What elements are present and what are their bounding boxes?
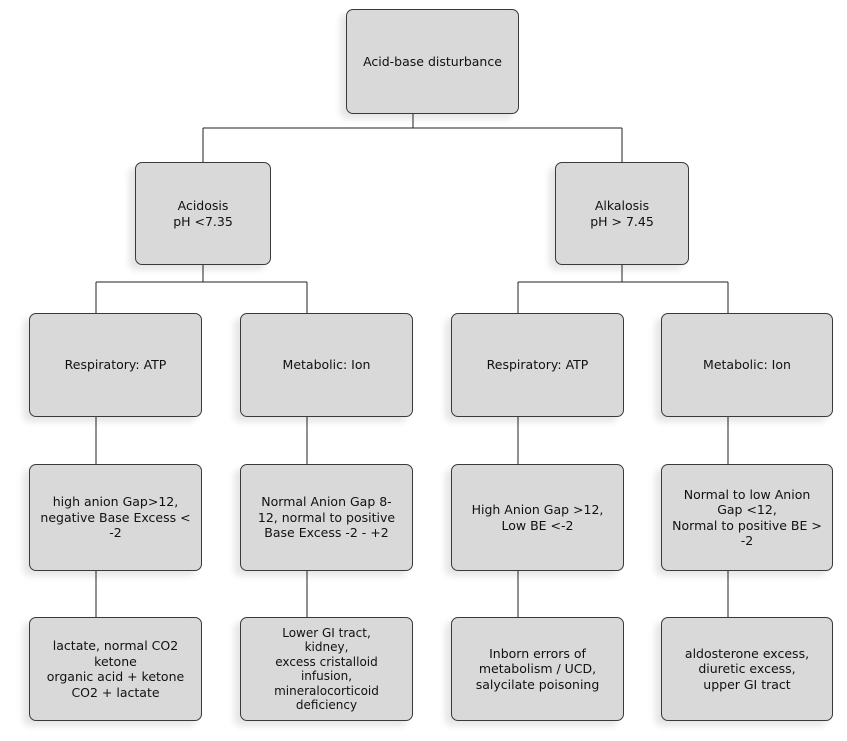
acidosis-metabolic-causes-node: Lower GI tract, kidney, excess cristallo…	[240, 617, 413, 721]
alkalosis-metabolic-criteria-node: Normal to low Anion Gap <12, Normal to p…	[661, 464, 833, 571]
acidosis-respiratory-node: Respiratory: ATP	[29, 313, 202, 417]
alkalosis-metabolic-causes-node: aldosterone excess, diuretic excess, upp…	[661, 617, 833, 721]
acidosis-respiratory-causes-node: lactate, normal CO2 ketone organic acid …	[29, 617, 202, 721]
alkalosis-metabolic-node: Metabolic: Ion	[661, 313, 833, 417]
alkalosis-node: Alkalosis pH > 7.45	[555, 162, 689, 265]
acidosis-metabolic-criteria-node: Normal Anion Gap 8- 12, normal to positi…	[240, 464, 413, 571]
alkalosis-respiratory-node: Respiratory: ATP	[451, 313, 624, 417]
acidosis-node: Acidosis pH <7.35	[135, 162, 271, 265]
root-node: Acid-base disturbance	[346, 9, 519, 114]
acidosis-respiratory-criteria-node: high anion Gap>12, negative Base Excess …	[29, 464, 202, 571]
acidosis-metabolic-node: Metabolic: Ion	[240, 313, 413, 417]
alkalosis-respiratory-criteria-node: High Anion Gap >12, Low BE <-2	[451, 464, 624, 571]
alkalosis-respiratory-causes-node: Inborn errors of metabolism / UCD, salyc…	[451, 617, 624, 721]
